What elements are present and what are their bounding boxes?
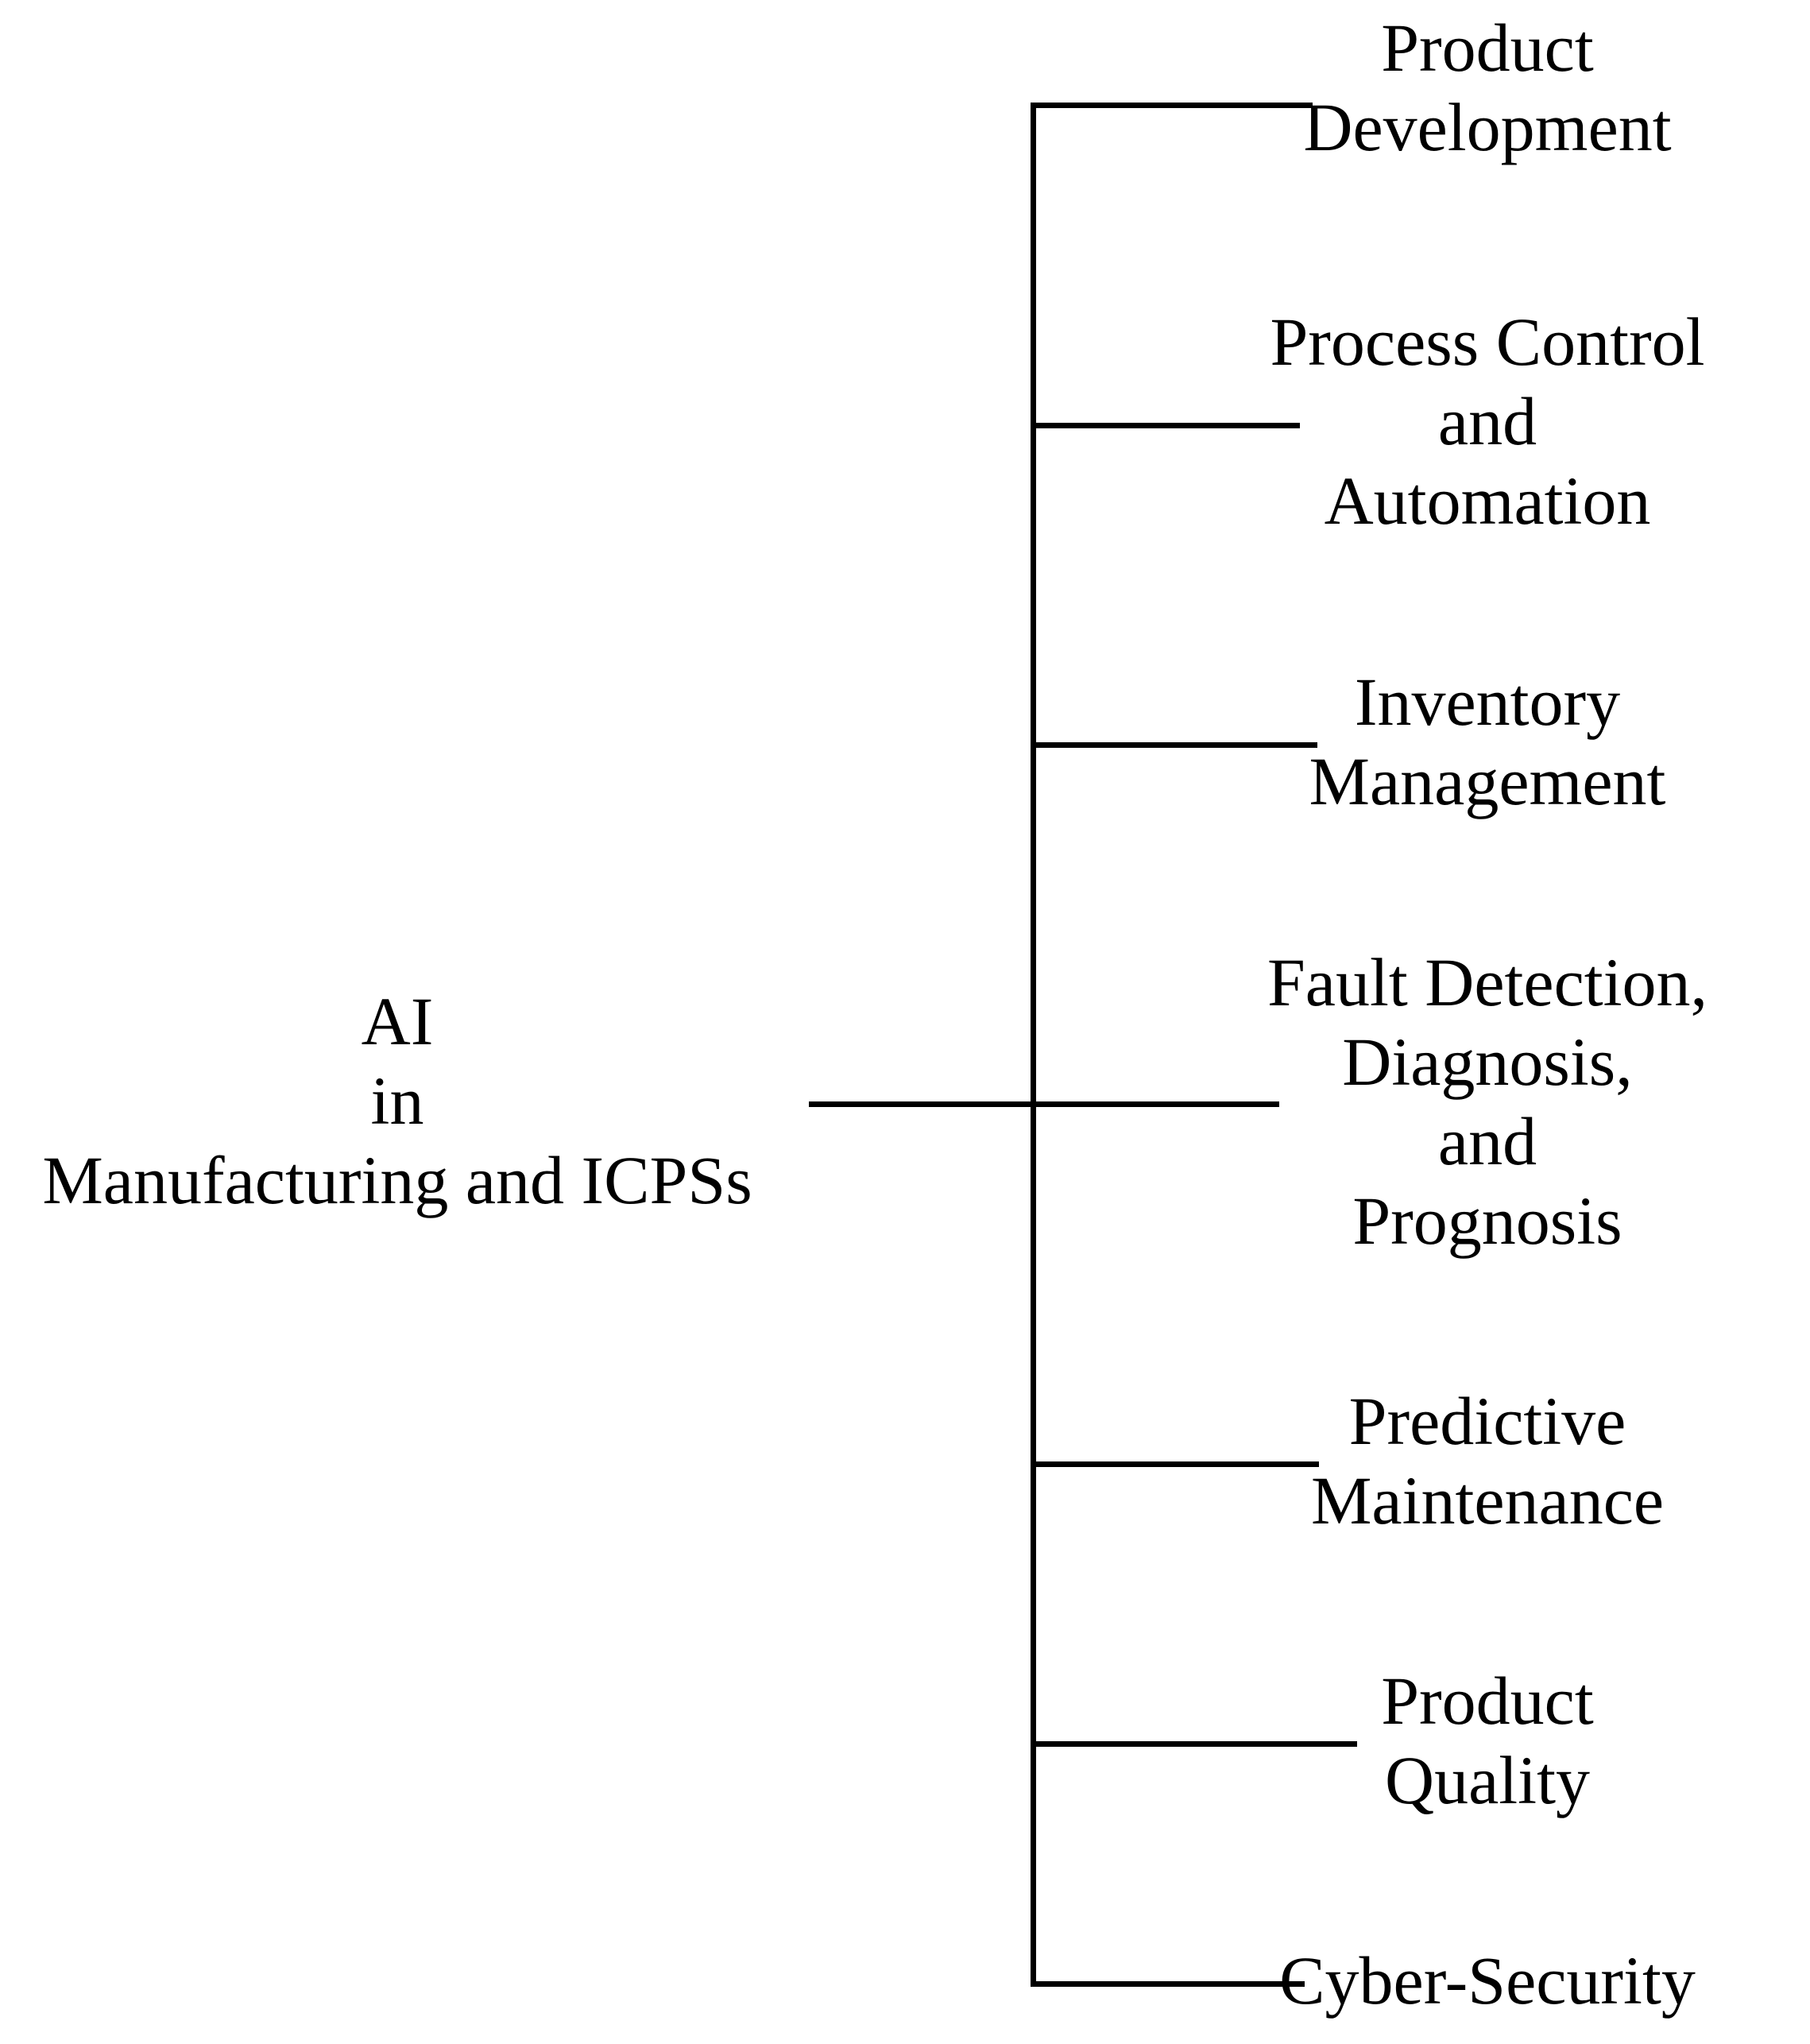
branch-line-product-development	[1033, 103, 1313, 108]
leaf-label-cyber-security: Cyber-Security	[1279, 1942, 1696, 2019]
root-connector-line	[809, 1101, 1035, 1107]
branch-line-product-quality	[1033, 1741, 1357, 1747]
branch-line-process-control-and-automation	[1033, 423, 1300, 428]
tree-spine	[1031, 103, 1036, 1987]
leaf-label-predictive-maintenance: Predictive Maintenance	[1310, 1383, 1665, 1539]
leaf-label-process-control-and-automation: Process Control and Automation	[1270, 304, 1705, 539]
root-node-label: AI in Manufacturing and ICPSs	[42, 983, 752, 1218]
branch-line-fault-detection-diagnosis-prognosis	[1033, 1101, 1279, 1107]
branch-line-predictive-maintenance	[1033, 1461, 1319, 1467]
branch-line-cyber-security	[1033, 1981, 1305, 1987]
leaf-label-inventory-management: Inventory Management	[1309, 664, 1666, 819]
leaf-label-fault-detection-diagnosis-prognosis: Fault Detection, Diagnosis, and Prognosi…	[1267, 944, 1708, 1259]
branch-line-inventory-management	[1033, 742, 1317, 748]
leaf-label-product-quality: Product Quality	[1381, 1663, 1594, 1818]
leaf-label-product-development: Product Development	[1303, 10, 1672, 165]
